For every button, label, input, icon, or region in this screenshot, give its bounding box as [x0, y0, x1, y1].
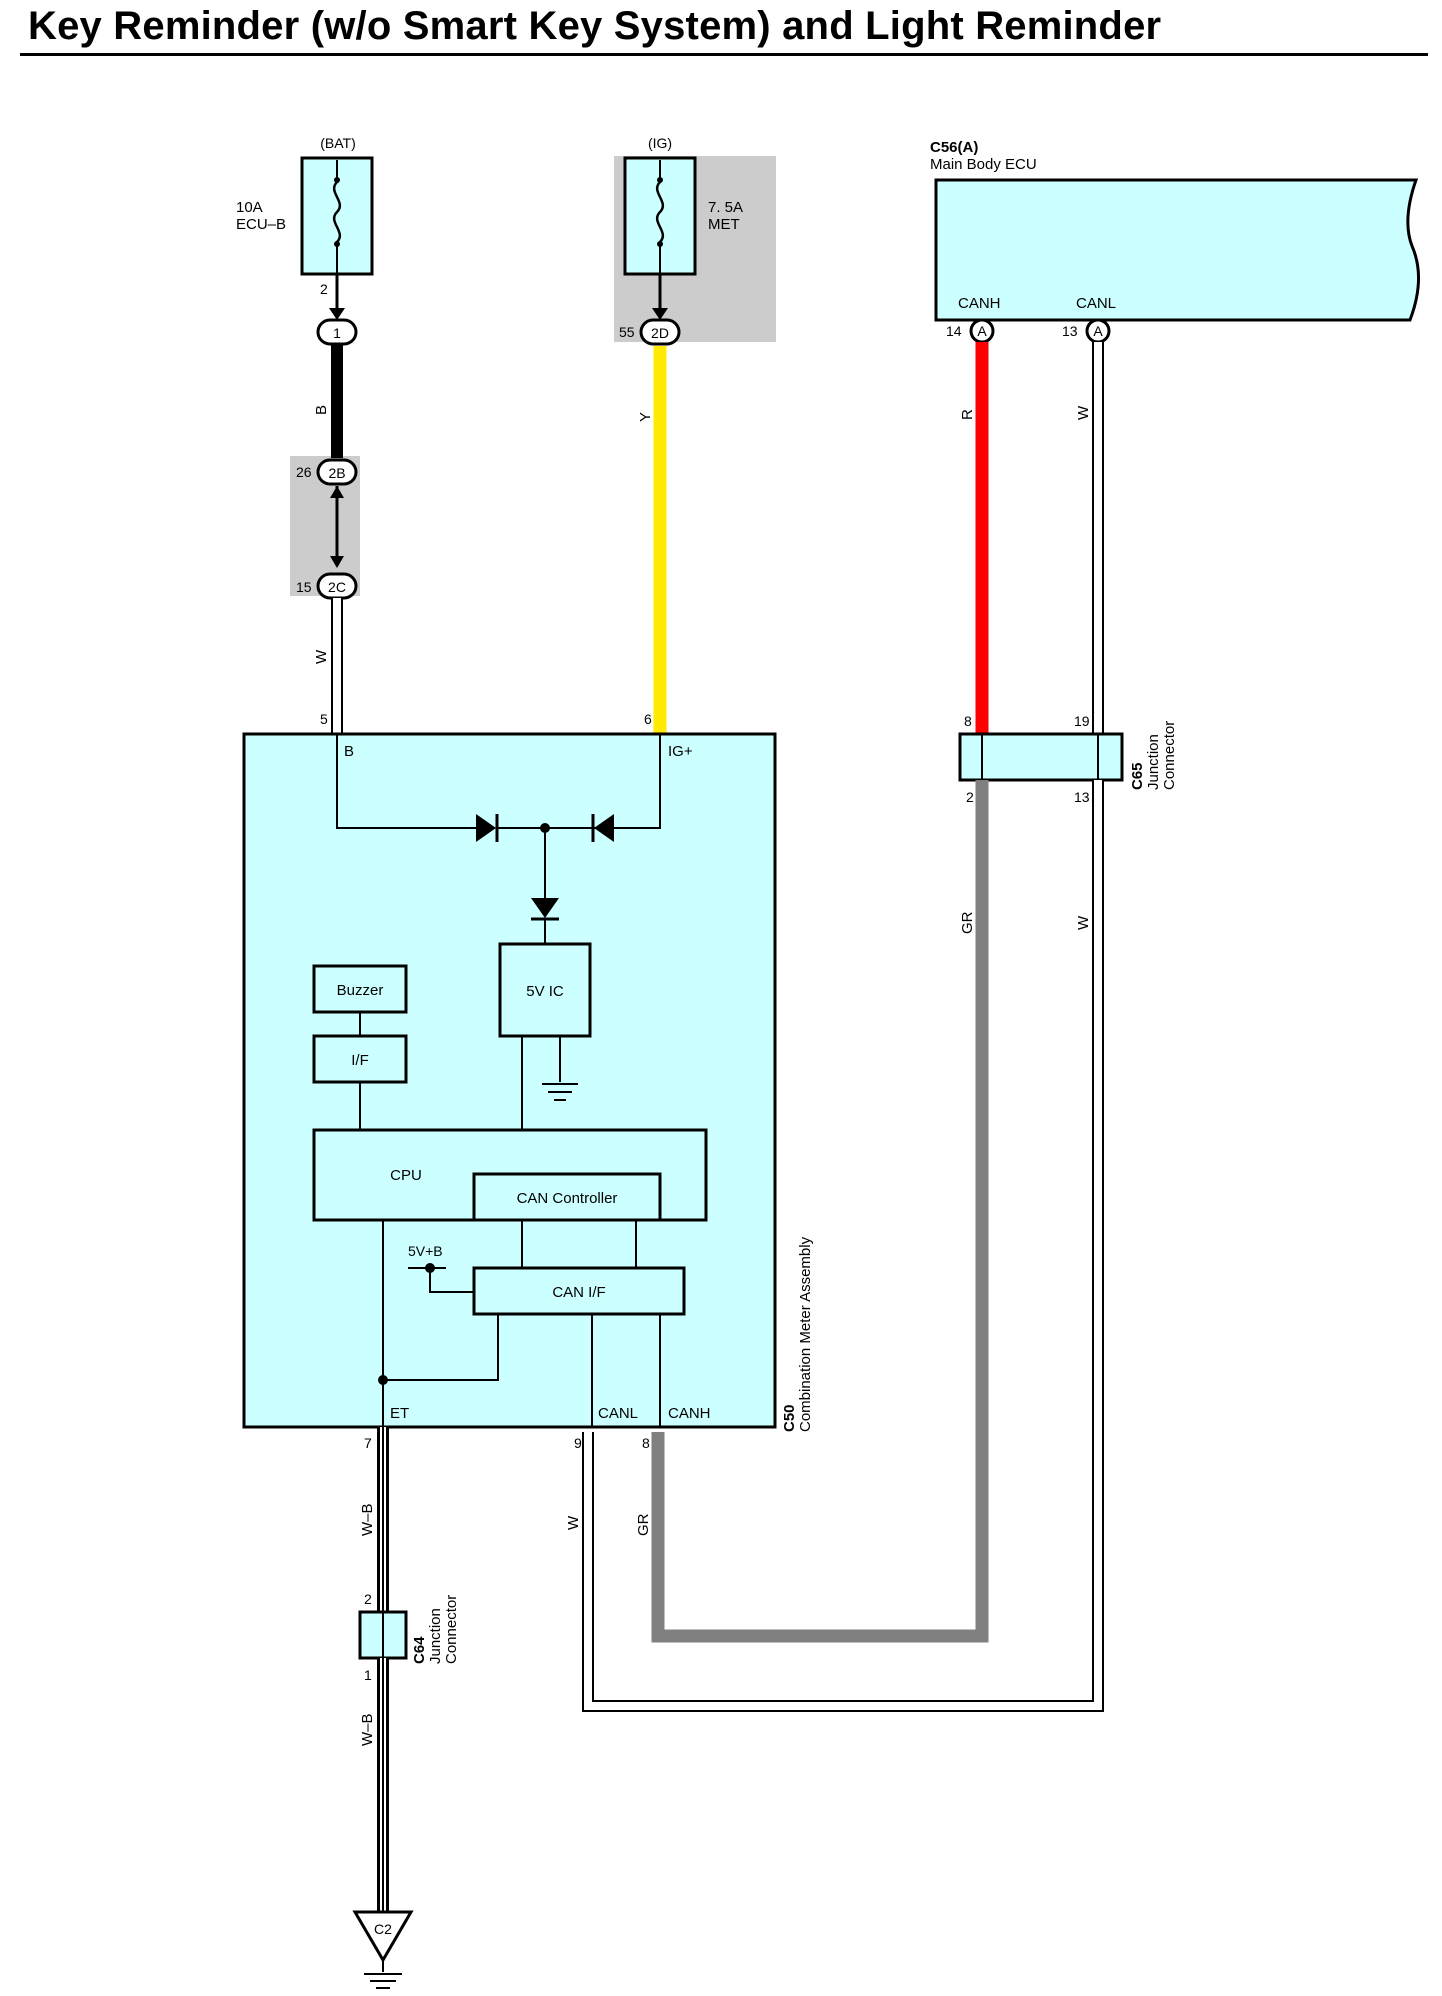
- c64-pin-bottom: 1: [364, 1667, 372, 1683]
- wire-label-w-mid: W: [1075, 915, 1092, 930]
- main-body-ecu: C56(A) Main Body ECU CANH CANL 14 A 13 A: [930, 139, 1421, 344]
- c65-code: C65: [1129, 762, 1146, 790]
- wire-label-r: R: [959, 409, 976, 420]
- fuse-ecu-b: (BAT) 10A ECU–B 2: [236, 135, 374, 320]
- ecu-name: Main Body ECU: [930, 156, 1037, 173]
- bat-fuse-pin: 2: [320, 281, 328, 297]
- block-cpu: CPU: [390, 1167, 422, 1184]
- meter-pin-canh: 8: [642, 1435, 650, 1451]
- wire-label-w-canl-upper: W: [1075, 405, 1092, 420]
- meter-pin-b: 5: [320, 711, 328, 727]
- c64-line2: Connector: [443, 1595, 460, 1664]
- ecu-canh-pin: 14: [946, 323, 962, 339]
- ecu-canl-pin: 13: [1062, 323, 1078, 339]
- c65-pin-top-right: 19: [1074, 713, 1090, 729]
- wire-white-canl-lower: [582, 780, 1104, 1712]
- ecu-canl-connector: A: [1093, 323, 1103, 339]
- ecu-code: C56(A): [930, 139, 978, 156]
- fuse-met: (IG) 7. 5A MET 55 2D: [619, 135, 743, 346]
- block-can-if: CAN I/F: [552, 1284, 605, 1301]
- meter-label-et: ET: [390, 1405, 409, 1422]
- meter-pin-ig: 6: [644, 711, 652, 727]
- wire-label-wb-lower: W–B: [359, 1713, 376, 1746]
- c65-pin-bottom-right: 13: [1074, 789, 1090, 805]
- block-5vb: 5V+B: [408, 1243, 443, 1259]
- wire-label-y: Y: [637, 412, 654, 422]
- meter-label-b: B: [344, 743, 354, 760]
- c64-line1: Junction: [427, 1608, 444, 1664]
- diagram-title: Key Reminder (w/o Smart Key System) and …: [28, 4, 1162, 48]
- c65-line1: Junction: [1145, 734, 1162, 790]
- bat-source-label: (BAT): [320, 135, 356, 151]
- c65-pin-bottom-left: 2: [966, 789, 974, 805]
- ground-label: C2: [374, 1921, 392, 1937]
- meter-code: C50: [781, 1404, 798, 1432]
- meter-label-ig: IG+: [668, 743, 693, 760]
- wire-label-w-lower: W: [565, 1515, 582, 1530]
- c65-line2: Connector: [1161, 721, 1178, 790]
- meter-label-canl: CANL: [598, 1405, 638, 1422]
- connector-1: 1: [316, 318, 358, 346]
- junction-connector-c65: 8 19 2 13 C65 Junction Connector: [958, 713, 1178, 805]
- ecu-canh-label: CANH: [958, 295, 1001, 312]
- ground-c2: C2: [352, 1910, 414, 1989]
- ecu-canl-label: CANL: [1076, 295, 1116, 312]
- ecu-canh-connector: A: [977, 323, 987, 339]
- connector-1-label: 1: [333, 325, 341, 341]
- jb-bottom-connector: 2C: [328, 579, 346, 595]
- junction-connector-c64: 2 1 C64 Junction Connector: [358, 1591, 460, 1683]
- ig-fuse-name: MET: [708, 216, 740, 233]
- title-rule: [20, 53, 1428, 56]
- wire-label-b: B: [313, 405, 330, 415]
- meter-pin-et: 7: [364, 1435, 372, 1451]
- jb-top-pin: 26: [296, 464, 312, 480]
- wire-label-wb-upper: W–B: [359, 1503, 376, 1536]
- bat-fuse-name: ECU–B: [236, 216, 286, 233]
- block-buzzer: Buzzer: [337, 982, 384, 999]
- wire-label-gr-upper: GR: [959, 911, 976, 934]
- meter-pin-canl: 9: [574, 1435, 582, 1451]
- meter-label-canh: CANH: [668, 1405, 711, 1422]
- c65-pin-top-left: 8: [964, 713, 972, 729]
- block-5v-ic: 5V IC: [526, 983, 564, 1000]
- wire-label-w-bat: W: [313, 649, 330, 664]
- block-if: I/F: [351, 1052, 369, 1069]
- ig-source-label: (IG): [648, 135, 672, 151]
- bat-fuse-amp: 10A: [236, 199, 263, 216]
- block-can-controller: CAN Controller: [517, 1190, 618, 1207]
- ig-fuse-pin: 55: [619, 324, 635, 340]
- wire-gray: [651, 780, 989, 1643]
- combination-meter: 5 B 6 IG+ 5V IC Buzzer I/F: [242, 711, 814, 1451]
- connector-2d-label: 2D: [651, 325, 669, 341]
- c64-pin-top: 2: [364, 1591, 372, 1607]
- jb-top-connector: 2B: [328, 465, 345, 481]
- c64-code: C64: [411, 1636, 428, 1664]
- wire-label-gr-lower: GR: [635, 1513, 652, 1536]
- meter-name: Combination Meter Assembly: [797, 1236, 814, 1432]
- ig-fuse-amp: 7. 5A: [708, 199, 743, 216]
- jb-bottom-pin: 15: [296, 579, 312, 595]
